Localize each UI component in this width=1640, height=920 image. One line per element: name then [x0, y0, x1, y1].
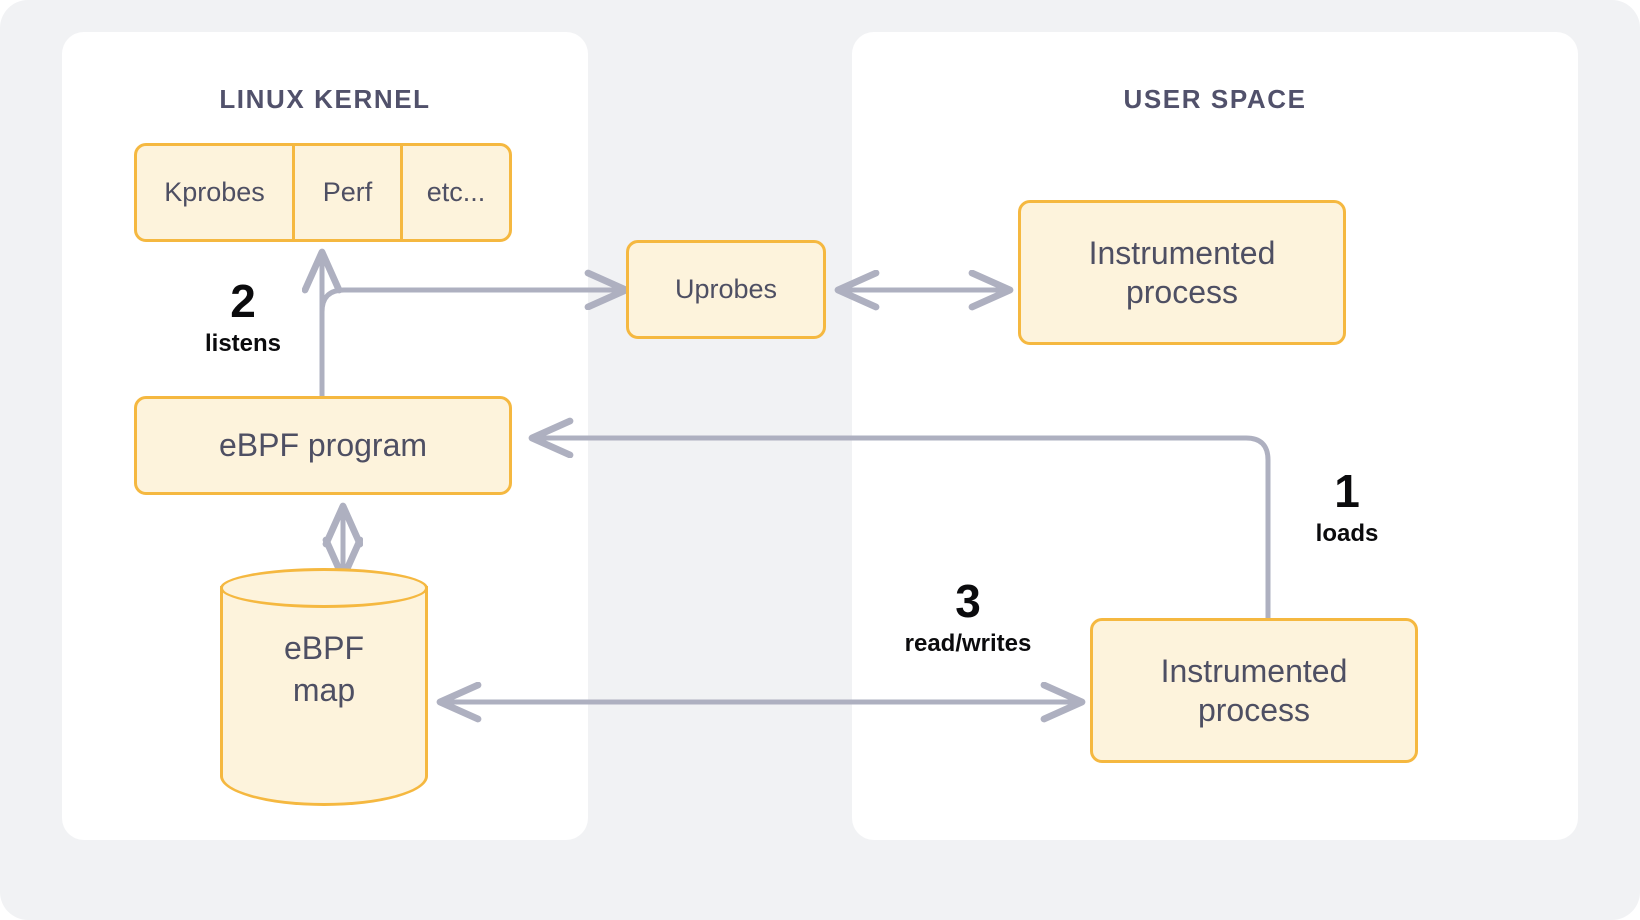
- edge-loads-to-ebpf-program: [532, 438, 1271, 618]
- node-uprobes[interactable]: Uprobes: [626, 240, 826, 339]
- node-ebpf-program[interactable]: eBPF program: [134, 396, 512, 495]
- node-ebpf-map-label: eBPF map: [220, 628, 428, 711]
- node-instrumented-process-top-line1: Instrumented: [1088, 235, 1276, 272]
- node-instrumented-process-bottom-line1: Instrumented: [1160, 653, 1348, 690]
- panel-title-user-space: USER SPACE: [1123, 84, 1307, 114]
- node-ebpf-program-label: eBPF program: [218, 427, 428, 464]
- node-instrumented-process-top-line2: process: [1125, 273, 1239, 310]
- node-instrumented-process-bottom-line2: process: [1197, 691, 1311, 728]
- edge-uprobes-to-kernel: [319, 290, 626, 340]
- cylinder-top-icon: [220, 568, 428, 608]
- step-2-number: 2: [230, 275, 256, 327]
- node-ebpf-map-line1: eBPF: [283, 630, 365, 666]
- step-label-3-read-writes: 3 read/writes: [878, 578, 1058, 658]
- step-1-word: loads: [1315, 520, 1379, 547]
- node-instrumented-process-bottom-label: Instrumented process: [1161, 652, 1348, 729]
- node-instrumented-process-top[interactable]: Instrumented process: [1018, 200, 1346, 345]
- node-ebpf-map[interactable]: eBPF map: [220, 568, 428, 806]
- probes-cell-perf[interactable]: Perf: [292, 146, 400, 239]
- node-ebpf-map-line2: map: [292, 671, 356, 708]
- probes-cell-kprobes[interactable]: Kprobes: [164, 177, 265, 207]
- step-label-2-listens: 2 listens: [168, 278, 318, 358]
- step-label-1-loads: 1 loads: [1272, 468, 1422, 548]
- step-2-word: listens: [204, 330, 282, 357]
- probes-strip: Kprobes Perf etc...: [134, 143, 512, 242]
- cylinder-body-icon: [220, 586, 428, 806]
- panel-title-linux-kernel: LINUX KERNEL: [219, 84, 431, 114]
- probes-cell-etc[interactable]: etc...: [400, 146, 509, 239]
- step-1-number: 1: [1334, 465, 1360, 517]
- step-3-word: read/writes: [904, 630, 1032, 657]
- step-3-number: 3: [955, 575, 981, 627]
- node-uprobes-label: Uprobes: [674, 274, 778, 305]
- node-instrumented-process-bottom[interactable]: Instrumented process: [1090, 618, 1418, 763]
- node-instrumented-process-top-label: Instrumented process: [1089, 234, 1276, 311]
